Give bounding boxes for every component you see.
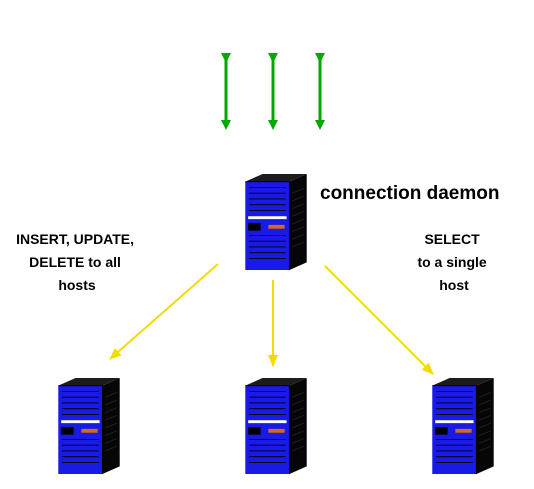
select-note-line-2: to a single [417,254,486,270]
daemon-server-icon [244,174,308,270]
write-note-line-1: INSERT, UPDATE, [16,231,134,247]
client-connection-arrows [221,53,325,130]
route-arrow-right-host [324,265,434,375]
database-host-right [431,378,495,474]
database-host-left [57,378,121,474]
select-operation-note: SELECT to a single host [417,231,490,293]
query-routing-arrows [109,263,434,375]
select-note-line-3: host [439,277,469,293]
select-note-line-1: SELECT [424,231,480,247]
connection-daemon-label: connection daemon [320,183,499,204]
write-operations-note: INSERT, UPDATE, DELETE to all hosts [16,231,138,293]
write-note-line-2: DELETE to all [29,254,121,270]
write-note-line-3: hosts [58,277,96,293]
database-host-center [244,378,308,474]
route-arrow-left-host [109,263,219,360]
